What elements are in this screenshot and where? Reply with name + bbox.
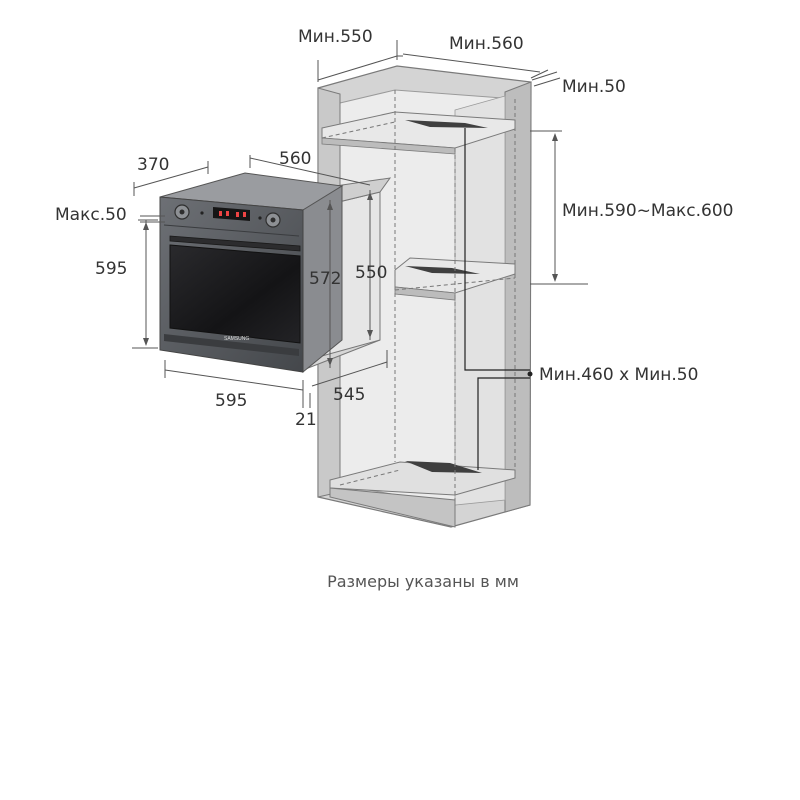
vent-path	[464, 128, 530, 371]
oven	[159, 172, 344, 374]
bottom-vent-slot	[405, 461, 482, 473]
label-vent-opening: Мин.460 x Мин.50	[539, 365, 699, 385]
top-vent-slot	[405, 120, 488, 128]
oven-display	[213, 207, 250, 221]
cabinet	[317, 65, 532, 528]
dimension-lines	[132, 40, 588, 408]
label-opening-height-range: Мин.590~Макс.600	[562, 201, 734, 221]
label-cabinet-depth-min: Мин.550	[298, 27, 373, 47]
cabinet-front-right-panel	[504, 81, 532, 513]
oven-handle	[169, 235, 301, 252]
vent-callout-dot	[527, 371, 533, 377]
vent-path-lower	[477, 377, 530, 470]
units-caption: Размеры указаны в мм	[327, 572, 519, 591]
top-shelf-edge	[321, 137, 456, 155]
label-oven-width-bottom: 595	[215, 391, 248, 411]
oven-brand-logo: SAMSUNG	[224, 336, 250, 342]
cabinet-plinth	[329, 487, 456, 528]
cabinet-inner-side	[454, 95, 506, 506]
label-oven-height: 595	[95, 259, 128, 279]
label-oven-gap-max: Макс.50	[55, 205, 127, 225]
label-oven-width-top: 560	[279, 149, 312, 169]
label-niche-height: 550	[355, 263, 388, 283]
oven-window	[169, 244, 301, 344]
label-cabinet-gap-min: Мин.50	[562, 77, 626, 97]
hidden-lines	[321, 90, 516, 505]
label-oven-body-height: 572	[309, 269, 342, 289]
middle-shelf-edge	[394, 286, 456, 301]
label-oven-depth-bottom: 545	[333, 385, 366, 405]
label-oven-depth: 370	[137, 155, 170, 175]
label-cabinet-width-min: Мин.560	[449, 34, 524, 54]
arrowheads	[143, 133, 558, 366]
middle-vent-slot	[405, 266, 480, 274]
label-front-thickness: 21	[295, 410, 317, 430]
